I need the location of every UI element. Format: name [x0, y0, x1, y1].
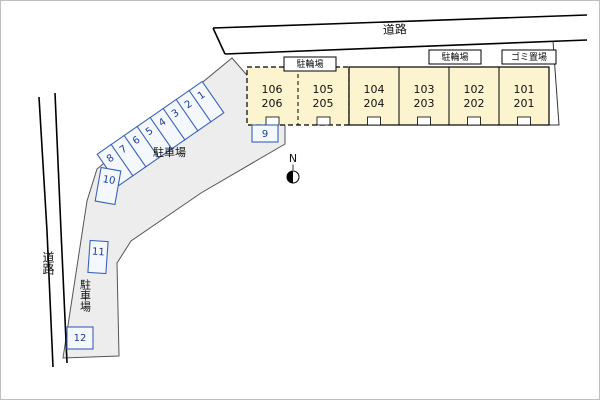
parcel-right-edge	[549, 40, 560, 126]
road-top-label: 道路	[383, 21, 408, 37]
road-left-inner-line	[54, 92, 68, 364]
unit-label-101: 101	[514, 83, 535, 96]
unit-door-mark	[367, 116, 381, 126]
garbage-area-box	[501, 49, 557, 65]
bicycle-parking-box-1	[283, 56, 337, 72]
compass-half-fill	[287, 171, 293, 183]
parking-stall-number: 5	[144, 125, 156, 138]
north-label: N	[289, 152, 297, 165]
parking-spot-number: 11	[92, 247, 105, 259]
parking-spot-number: 9	[262, 129, 268, 140]
parking-spot-11: 11	[87, 239, 109, 275]
parking-spot-number: 12	[74, 333, 87, 344]
unit-door-mark	[316, 116, 331, 126]
unit-door-mark	[417, 116, 431, 126]
road-top: 道路	[212, 14, 588, 55]
unit-label-203: 203	[414, 97, 435, 110]
unit-label-105: 105	[313, 83, 334, 96]
parking-stall-number: 1	[196, 89, 208, 102]
unit-label-206: 206	[262, 97, 283, 110]
road-left-label: 道路	[41, 251, 55, 276]
parking-area-label-diagonal: 駐車場	[153, 145, 186, 159]
road-left-outer-line	[38, 96, 54, 368]
parking-spot-number: 10	[102, 174, 116, 187]
unit-door-mark	[517, 116, 531, 126]
parking-stall-number: 4	[157, 116, 169, 129]
parking-stall-number: 2	[183, 98, 195, 111]
parking-spot-rect	[251, 124, 279, 143]
parking-spot-rect	[94, 166, 122, 206]
parking-ground-area	[62, 57, 286, 359]
unit-label-102: 102	[464, 83, 485, 96]
road-top-upper-line	[212, 14, 588, 29]
garbage-area-label: ゴミ置場	[511, 51, 547, 63]
parking-spot-9: 9	[251, 124, 279, 143]
bicycle-parking-label-1: 駐輪場	[296, 58, 323, 70]
unit-label-202: 202	[464, 97, 485, 110]
bicycle-parking-label-2: 駐輪場	[441, 51, 468, 63]
parking-spot-rect	[66, 326, 94, 350]
unit-label-106: 106	[262, 83, 283, 96]
parking-stall-number: 3	[170, 107, 182, 120]
parking-stall-number: 8	[105, 152, 117, 165]
parking-stall-number: 6	[131, 134, 143, 147]
road-top-lower-line	[224, 39, 588, 55]
facility-labels: 駐輪場 駐輪場 ゴミ置場	[283, 49, 557, 72]
parking-spot-12: 12	[66, 326, 94, 350]
parking-spot-rect	[87, 239, 109, 275]
parking-area-label-left: 駐車場	[79, 278, 92, 313]
north-compass: N	[286, 152, 300, 184]
unit-label-103: 103	[414, 83, 435, 96]
building: 106 206 105 205 104 204 103 203 102 202 …	[246, 66, 550, 126]
unit-door-mark	[265, 116, 280, 126]
unit-label-104: 104	[364, 83, 385, 96]
unit-door-mark	[467, 116, 481, 126]
unit-label-204: 204	[364, 97, 385, 110]
road-left: 道路	[38, 92, 68, 368]
unit-label-205: 205	[313, 97, 334, 110]
parking-stall-number: 7	[118, 143, 130, 156]
bicycle-parking-box-2	[428, 49, 482, 65]
parking-spot-10: 10	[94, 166, 122, 206]
parking-stalls-diagonal: 1 2 3 4 5 6 7 8	[96, 80, 225, 187]
unit-label-201: 201	[514, 97, 535, 110]
road-top-cap-line	[212, 27, 226, 55]
